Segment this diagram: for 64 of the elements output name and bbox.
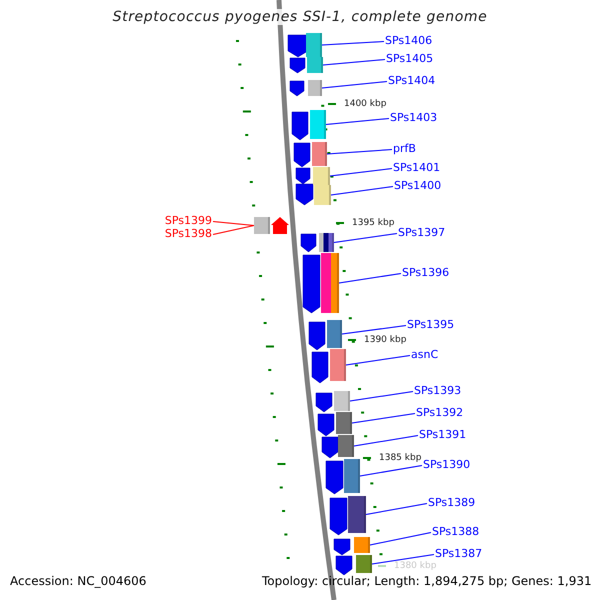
leader-line bbox=[326, 149, 392, 154]
leader-line bbox=[370, 532, 432, 546]
cog-bar bbox=[348, 496, 366, 533]
gene-label: SPs1399 bbox=[164, 214, 212, 227]
gene-label: SPs1406 bbox=[385, 34, 432, 47]
leader-line bbox=[330, 168, 392, 176]
footer-text: Accession: NC_004606 bbox=[10, 574, 146, 588]
scale-label: 1400 kbp bbox=[328, 98, 386, 110]
gene-label: SPs1387 bbox=[435, 547, 482, 560]
cog-bar bbox=[313, 167, 330, 185]
gene-label: SPs1401 bbox=[393, 161, 440, 174]
leader-line bbox=[366, 503, 428, 515]
gene-label: SPs1404 bbox=[388, 74, 436, 87]
cog-bar bbox=[356, 555, 372, 573]
leader-line bbox=[338, 273, 402, 284]
leader-line bbox=[322, 41, 384, 46]
cog-bar bbox=[319, 233, 334, 252]
leader-line bbox=[326, 118, 390, 125]
cog-bar bbox=[314, 185, 331, 205]
gene-label: SPs1397 bbox=[398, 226, 446, 239]
leader-line bbox=[212, 221, 254, 226]
gene-label: asnC bbox=[411, 348, 438, 361]
cog-bar bbox=[354, 537, 370, 553]
gene-label: SPs1390 bbox=[423, 458, 470, 471]
gene-label: SPs1388 bbox=[432, 525, 480, 538]
scale-label: 1385 kbp bbox=[363, 452, 422, 464]
cog-bar bbox=[330, 349, 346, 381]
cog-bar bbox=[310, 110, 326, 139]
leader-line bbox=[322, 59, 386, 66]
gene-label: SPs1392 bbox=[416, 406, 464, 419]
leader-line bbox=[212, 225, 254, 235]
gene-label: SPs1405 bbox=[386, 52, 434, 65]
gene-label: SPs1395 bbox=[407, 318, 454, 331]
gene-label: SPs1391 bbox=[419, 428, 466, 441]
cog-bar bbox=[321, 253, 339, 313]
gene-label: SPs1400 bbox=[394, 179, 442, 192]
cog-bar bbox=[334, 391, 350, 411]
scale-label: 1395 kbp bbox=[336, 217, 394, 229]
footer-text: Topology: circular; Length: 1,894,275 bp; Genes: 1,931 bbox=[262, 574, 592, 588]
leader-line bbox=[350, 391, 414, 402]
cog-bar bbox=[336, 412, 352, 434]
gene-label: SPs1393 bbox=[414, 384, 462, 397]
cog-bar bbox=[344, 459, 360, 493]
gene-label: SPs1389 bbox=[428, 496, 476, 509]
gene-label: SPs1396 bbox=[402, 266, 450, 279]
cog-bar bbox=[312, 142, 327, 166]
cog-bar bbox=[327, 320, 342, 348]
leader-line bbox=[354, 435, 418, 446]
cog-bar bbox=[254, 217, 270, 234]
leader-line bbox=[352, 413, 416, 424]
gene-label: SPs1403 bbox=[390, 111, 438, 124]
scale-label: 1390 kbp bbox=[348, 334, 406, 346]
cog-bar bbox=[338, 435, 354, 457]
cog-bar bbox=[308, 80, 322, 96]
leader-line bbox=[330, 186, 394, 196]
leader-line bbox=[342, 325, 406, 334]
leader-line bbox=[360, 465, 422, 476]
cog-bar bbox=[307, 57, 323, 73]
leader-line bbox=[346, 355, 410, 366]
cog-bar bbox=[306, 33, 322, 57]
leader-line bbox=[334, 233, 398, 243]
gene-label: SPs1398 bbox=[164, 227, 212, 240]
gene-label: prfB bbox=[393, 142, 416, 155]
leader-line bbox=[322, 81, 388, 88]
